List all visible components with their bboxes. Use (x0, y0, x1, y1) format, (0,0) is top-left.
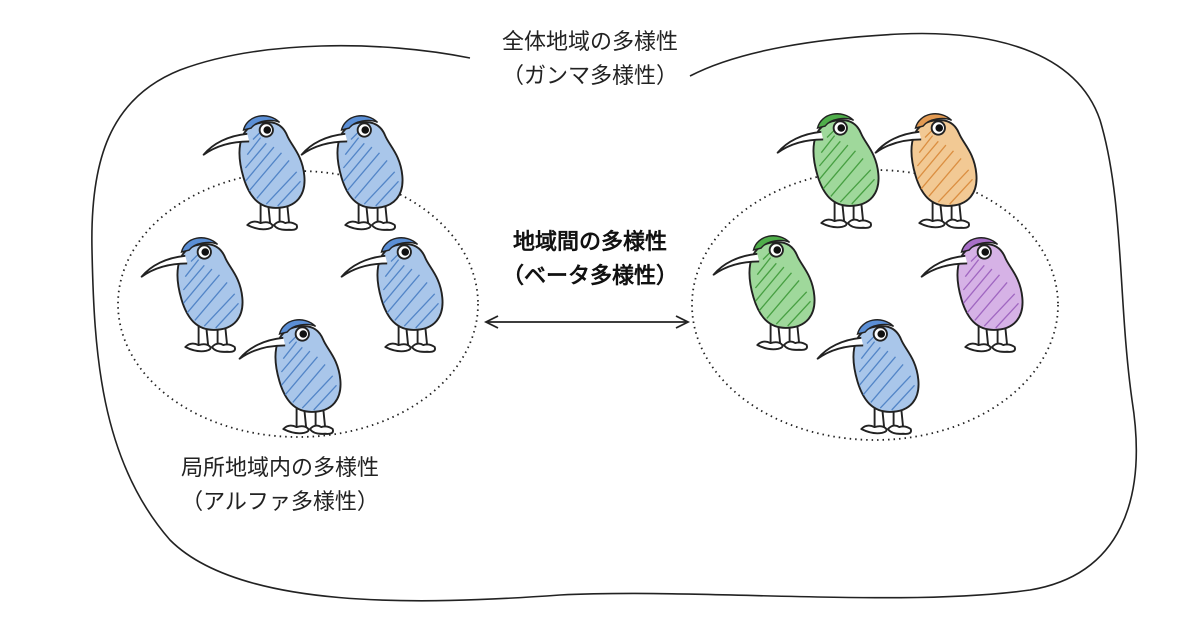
left-region-bird-blue (140, 237, 244, 353)
right-local-region (691, 169, 1059, 441)
left-local-region (117, 170, 479, 438)
right-region-bird-orange (874, 113, 978, 229)
left-region-bird-blue (238, 319, 342, 435)
gamma-label-line1: 全体地域の多様性 (501, 30, 678, 55)
left-region-bird-blue (340, 237, 444, 353)
right-region-bird-purple (920, 237, 1024, 353)
alpha-diversity-label: 局所地域内の多様性 （アルファ多様性） (140, 452, 420, 520)
right-region-bird-green (712, 235, 816, 351)
alpha-label-line1: 局所地域内の多様性 (180, 456, 379, 481)
beta-label-line2: （ベータ多様性） (501, 264, 678, 289)
beta-label-line1: 地域間の多様性 (512, 230, 667, 255)
beta-comparison-arrow (483, 315, 691, 329)
beta-diversity-label: 地域間の多様性 （ベータ多様性） (440, 226, 740, 294)
left-region-bird-blue (300, 115, 404, 231)
left-region-bird-blue (202, 115, 306, 231)
right-region-bird-blue (816, 319, 920, 435)
gamma-diversity-label: 全体地域の多様性 （ガンマ多様性） (420, 26, 760, 94)
right-region-bird-green (776, 113, 880, 229)
gamma-label-line2: （ガンマ多様性） (501, 64, 678, 89)
alpha-label-line2: （アルファ多様性） (181, 490, 379, 515)
gamma-region-boundary (91, 32, 1138, 602)
